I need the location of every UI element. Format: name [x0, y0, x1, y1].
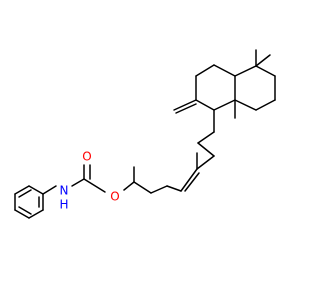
bond [28, 209, 44, 219]
amide-hydrogen-label: H [59, 198, 68, 212]
molecule-drawing: O O N H [14, 49, 276, 219]
bond [18, 189, 32, 198]
bond [123, 181, 135, 191]
bond [197, 131, 215, 144]
bond [197, 142, 215, 157]
bond [28, 185, 44, 195]
bond [42, 185, 57, 195]
bond [196, 155, 215, 170]
bond [18, 206, 32, 215]
bond [255, 65, 276, 77]
bond [71, 178, 85, 187]
ester-oxygen-label: O [110, 190, 119, 204]
bond [195, 64, 215, 77]
bond [14, 185, 30, 195]
bond [234, 65, 257, 77]
bond [213, 64, 236, 77]
bond [255, 99, 276, 111]
bonds [14, 49, 276, 219]
bond [150, 185, 168, 194]
bond [213, 99, 236, 111]
bond [255, 54, 271, 67]
bond [166, 185, 182, 192]
bond [173, 99, 197, 111]
bond [234, 99, 257, 111]
carbonyl-oxygen-label: O [82, 150, 91, 164]
bond [83, 178, 106, 193]
bond [14, 209, 30, 219]
bond [184, 172, 200, 192]
bond [195, 99, 215, 111]
bond [180, 168, 198, 192]
atom-labels: O O N H [59, 150, 119, 212]
bond [175, 103, 197, 114]
structure-canvas: O O N H [14, 49, 276, 219]
bond [133, 181, 152, 194]
amide-nitrogen-label: N [60, 184, 69, 198]
